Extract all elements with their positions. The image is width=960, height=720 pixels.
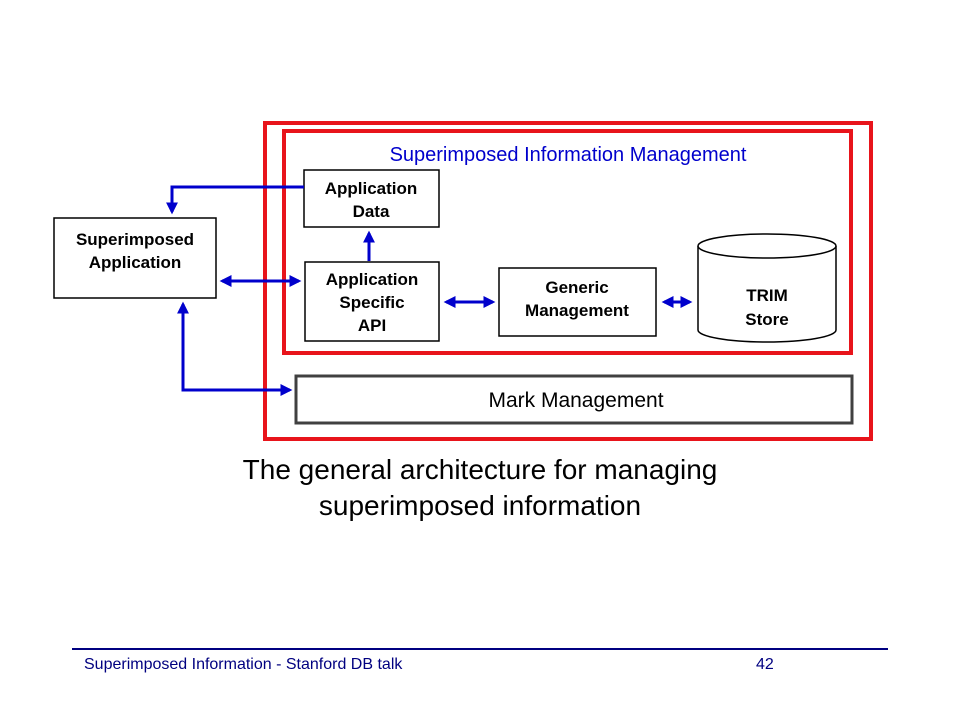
arrow-appdata-to-app [166,185,304,215]
superimposed-application-box: Superimposed Application [53,217,217,299]
page-number: 42 [756,656,774,673]
superimposed-information-management-label: Superimposed Information Management [390,144,747,166]
svg-text:Generic: Generic [545,278,608,297]
svg-text:Data: Data [353,202,390,221]
footer-title: Superimposed Information - Stanford DB t… [84,656,403,673]
svg-text:Store: Store [745,310,788,329]
svg-text:Application: Application [326,270,419,289]
trim-store-cylinder: TRIM Store [697,233,837,343]
mark-management-box: Mark Management [294,374,854,425]
arrow-app-mark [177,301,293,396]
svg-text:Mark Management: Mark Management [488,389,663,412]
application-data-box: Application Data [303,169,440,228]
generic-management-box: Generic Management [498,267,657,337]
caption-line-1: The general architecture for managing [242,454,718,485]
inner-frame [282,129,853,355]
caption-line-2: superimposed information [318,490,642,521]
footer-divider [72,648,888,650]
slide-caption: The general architecture for managing su… [0,452,960,524]
svg-text:TRIM: TRIM [746,286,788,305]
svg-text:Superimposed: Superimposed [76,230,194,249]
svg-text:API: API [358,316,386,335]
svg-text:Management: Management [525,301,629,320]
svg-text:Application: Application [89,253,182,272]
svg-text:Specific: Specific [339,293,404,312]
application-specific-api-box: Application Specific API [304,261,440,342]
svg-text:Application: Application [325,179,418,198]
